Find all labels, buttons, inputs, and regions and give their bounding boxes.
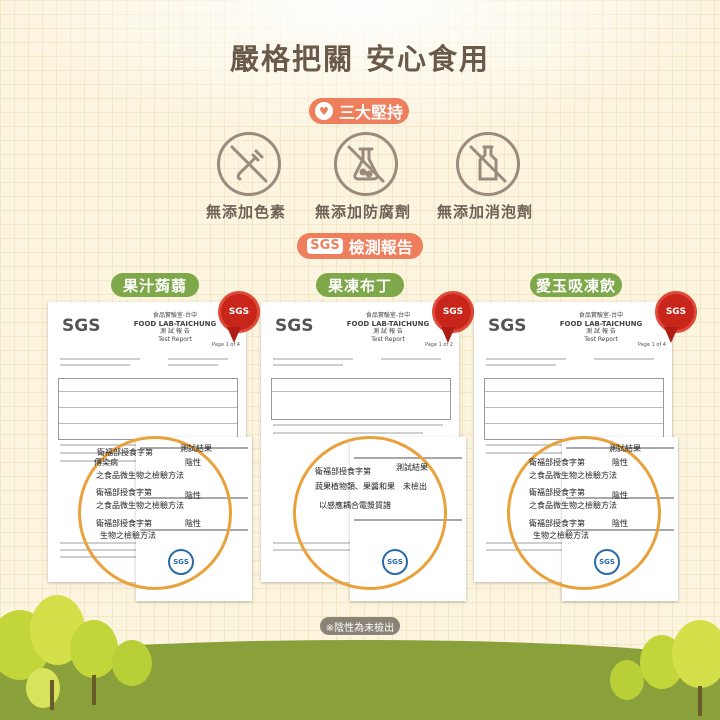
tree-trunk (698, 686, 702, 716)
doc-header: 食品實驗室-台中 FOOD LAB-TAICHUNG 測 試 報 告 Test … (133, 312, 217, 343)
sgs-logo: SGS (275, 316, 314, 336)
tree (610, 660, 644, 700)
product-label-aiyu: 愛玉吸凍飲 (530, 273, 622, 297)
doc-header: 食品實驗室-台中 FOOD LAB-TAICHUNG 測 試 報 告 Test … (346, 312, 430, 343)
footnote-badge: ※陰性為未檢出 (320, 617, 400, 635)
seal-ribbon (664, 327, 678, 343)
no-dropper-icon (217, 132, 281, 196)
commitment-badge: ♥ 三大堅持 (309, 98, 409, 124)
product-label-konjac: 果汁蒟蒻 (111, 273, 199, 297)
hand-heart-icon: ♥ (314, 102, 333, 120)
feature-label-no-preservative: 無添加防腐劑 (314, 203, 411, 221)
sgs-report-badge: SGS 檢測報告 (297, 233, 423, 259)
sgs-seal-badge: SGS (218, 291, 260, 333)
sgs-logo: SGS (62, 316, 101, 336)
tree (672, 620, 720, 688)
tree-trunk (50, 680, 54, 710)
tree (112, 640, 152, 686)
report-label: 檢測報告 (348, 238, 413, 257)
tree-trunk (92, 675, 96, 705)
magnifier-ring-konjac (78, 436, 232, 590)
no-flask-icon (334, 132, 398, 196)
sgs-logo: SGS (488, 316, 527, 336)
tree (70, 620, 118, 678)
feature-label-no-defoamer: 無添加消泡劑 (436, 203, 533, 221)
tree (26, 668, 60, 708)
commitment-label: 三大堅持 (338, 103, 403, 122)
seal-ribbon (227, 327, 241, 343)
doc-header: 食品實驗室-台中 FOOD LAB-TAICHUNG 測 試 報 告 Test … (559, 312, 643, 343)
page-title: 嚴格把關 安心食用 (229, 42, 491, 76)
product-label-pudding: 果凍布丁 (316, 273, 404, 297)
sgs-logo-text: SGS (307, 238, 343, 254)
magnifier-ring-aiyu (507, 436, 661, 590)
no-bottle-icon (456, 132, 520, 196)
feature-label-no-colorant: 無添加色素 (205, 203, 286, 221)
seal-ribbon (441, 327, 455, 343)
magnifier-ring-pudding (293, 436, 447, 590)
